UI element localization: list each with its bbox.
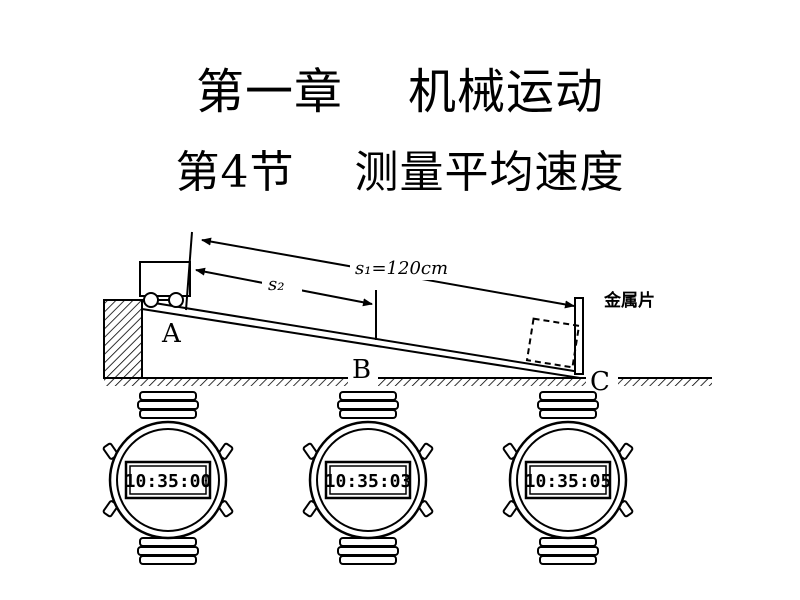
metal-piece xyxy=(574,297,584,375)
cart-end-position xyxy=(525,317,581,369)
ground xyxy=(104,377,712,386)
stopwatch-c: 10:35:05 xyxy=(501,390,635,566)
point-b-label: B xyxy=(352,355,371,385)
cart xyxy=(139,261,191,308)
chapter-title: 第一章 机械运动 xyxy=(195,64,605,120)
point-c-label: C xyxy=(590,367,610,397)
s1-label: s₁=120cm xyxy=(355,258,448,279)
stopwatch-b-time: 10:35:03 xyxy=(325,471,412,492)
stopwatch-c-time: 10:35:05 xyxy=(525,471,612,492)
stopwatch-a: 10:35:00 xyxy=(101,390,235,566)
section-title: 第4节 测量平均速度 xyxy=(175,147,625,198)
stopwatch-a-time: 10:35:00 xyxy=(125,471,212,492)
point-a-label: A xyxy=(161,319,182,349)
stopwatch-b: 10:35:03 xyxy=(301,390,435,566)
s2-label: s₂ xyxy=(268,274,284,295)
incline-board xyxy=(141,300,581,379)
metal-piece-label: 金属片 xyxy=(603,290,655,311)
